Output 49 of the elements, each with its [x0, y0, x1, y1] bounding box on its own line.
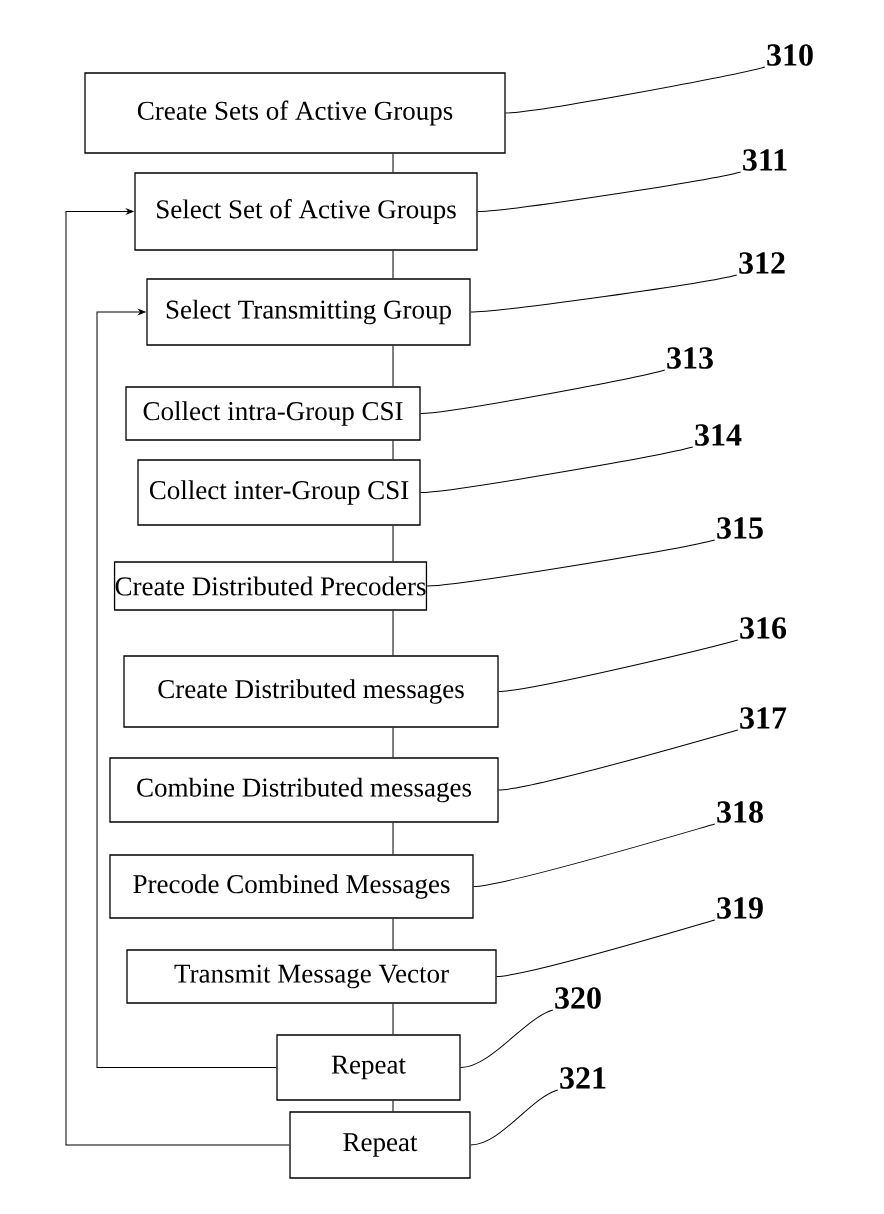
- callout-number: 313: [667, 347, 713, 369]
- leader-line: [496, 919, 716, 977]
- connector-line: [392, 727, 394, 758]
- process-box: Precode Combined Messages: [109, 854, 474, 919]
- connector-line: [392, 610, 394, 656]
- leader-line: [470, 274, 738, 313]
- callout-number: 312: [739, 252, 785, 274]
- connector-line: [392, 1100, 394, 1112]
- process-box: Repeat: [276, 1034, 461, 1101]
- leader-line: [477, 171, 742, 212]
- leader-line: [498, 729, 739, 791]
- callout-number: 317: [740, 707, 787, 729]
- connector-line: [392, 918, 394, 950]
- connector-line: [392, 822, 394, 855]
- process-box: Combine Distributed messages: [109, 757, 499, 823]
- process-box: Collect intra-Group CSI: [125, 386, 421, 441]
- leader-line: [470, 1089, 559, 1146]
- process-box: Select Set of Active Groups: [134, 172, 478, 251]
- callout-number: 315: [717, 517, 763, 539]
- process-box: Collect inter-Group CSI: [137, 459, 421, 526]
- leader-line: [473, 823, 716, 887]
- process-box: Transmit Message Vector: [126, 949, 497, 1004]
- callout-number: 319: [717, 897, 763, 919]
- connector-line: [392, 345, 394, 387]
- process-box: Create Distributed Precoders: [113, 561, 428, 611]
- leader-line: [460, 1009, 554, 1068]
- callout-number: 316: [740, 617, 787, 639]
- callout-number: 314: [695, 424, 742, 446]
- callout-number: 321: [560, 1067, 606, 1089]
- leader-line: [426, 539, 716, 587]
- connector-line: [392, 1003, 394, 1035]
- loop-arrow: [65, 208, 290, 1146]
- callout-number: 318: [717, 801, 763, 823]
- process-box: Create Sets of Active Groups: [84, 72, 506, 154]
- process-box: Repeat: [289, 1111, 471, 1179]
- leader-line: [505, 66, 766, 114]
- process-box: Create Distributed messages: [123, 655, 499, 728]
- connector-line: [392, 525, 394, 562]
- loop-arrow: [96, 309, 277, 1068]
- connector-line: [392, 440, 394, 460]
- leader-line: [420, 446, 694, 493]
- callout-number: 310: [767, 44, 813, 66]
- callout-number: 320: [555, 987, 601, 1009]
- connector-line: [392, 153, 394, 173]
- leader-line: [420, 369, 666, 414]
- process-box: Select Transmitting Group: [146, 278, 471, 346]
- leader-line: [498, 639, 739, 692]
- callout-number: 311: [743, 149, 787, 171]
- connector-line: [392, 250, 394, 279]
